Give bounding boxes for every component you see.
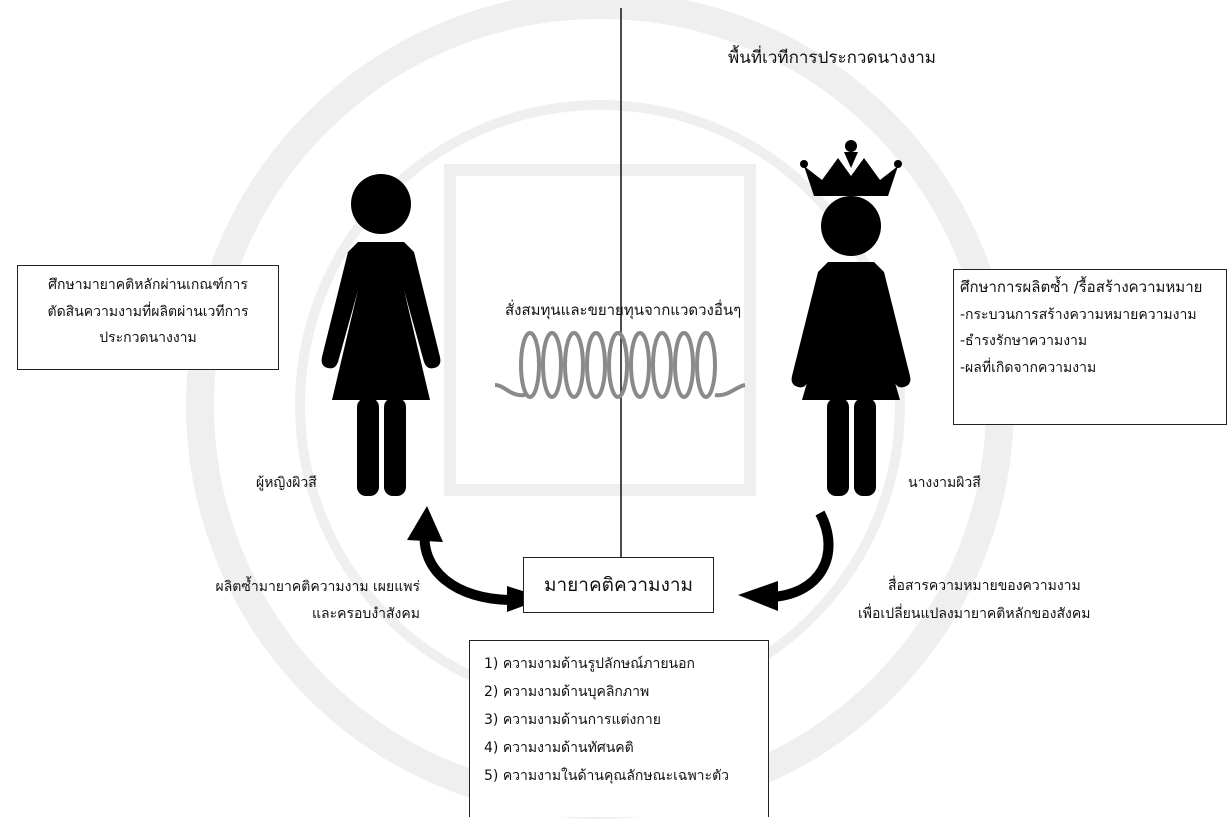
left-caption-line: ผลิตซ้ำมายาคติความงาม เผยแพร่ [215, 579, 420, 595]
left-box-line: ประกวดนางงาม [99, 330, 197, 347]
right-box-line: -ธำรงรักษาความงาม [960, 333, 1088, 350]
crowned-woman-icon [791, 140, 911, 496]
crown-icon [800, 140, 902, 196]
right-box-line: -ผลที่เกิดจากความงาม [960, 359, 1097, 376]
spring-coil-icon [494, 331, 746, 399]
right-box-heading: ศึกษาการผลิตซ้ำ /รื้อสร้างความหมาย [960, 278, 1203, 296]
beauty-myth-label: มายาคติความงาม [543, 574, 694, 596]
list-item: 3) ความงามด้านการแต่งกาย [484, 712, 661, 728]
list-item: 1) ความงามด้านรูปลักษณ์ภายนอก [484, 656, 696, 672]
beauty-myth-concept-box: มายาคติความงาม [523, 557, 714, 613]
left-box-line: ศึกษามายาคติหลักผ่านเกณฑ์การ [48, 277, 248, 293]
left-arrow-caption: ผลิตซ้ำมายาคติความงาม เผยแพร่ และครอบงำส… [170, 574, 420, 629]
list-item: 5) ความงามในด้านคุณลักษณะเฉพาะตัว [484, 768, 730, 784]
right-box-line: -กระบวนการสร้างความหมายความงาม [960, 306, 1197, 323]
left-figure-label: ผู้หญิงผิวสี [256, 475, 317, 491]
spring-label: สั่งสมทุนและขยายทุนจากแวดวงอื่นๆ [505, 301, 742, 319]
right-study-box: ศึกษาการผลิตซ้ำ /รื้อสร้างความหมาย -กระบ… [953, 269, 1227, 425]
beauty-dimensions-list: 1) ความงามด้านรูปลักษณ์ภายนอก 2) ความงาม… [469, 640, 769, 817]
list-item: 4) ความงามด้านทัศนคติ [484, 740, 634, 756]
right-caption-line: เพื่อเปลี่ยนแปลงมายาคติหลักของสังคม [858, 606, 1091, 622]
right-arrow-caption: สื่อสารความหมายของความงาม เพื่อเปลี่ยนแป… [858, 572, 1158, 628]
stage-area-title: พื้นที่เวทีการประกวดนางงาม [728, 48, 937, 68]
right-figure-label: นางงามผิวสี [908, 475, 981, 491]
left-box-line: ตัดสินความงามที่ผลิตผ่านเวทีการ [47, 303, 249, 320]
right-curved-arrow-icon [738, 510, 834, 611]
left-study-box: ศึกษามายาคติหลักผ่านเกณฑ์การ ตัดสินความง… [17, 265, 279, 370]
list-item: 2) ความงามด้านบุคลิกภาพ [484, 684, 650, 700]
woman-icon [321, 174, 441, 496]
left-caption-line: และครอบงำสังคม [312, 606, 420, 623]
right-caption-line: สื่อสารความหมายของความงาม [888, 578, 1081, 594]
